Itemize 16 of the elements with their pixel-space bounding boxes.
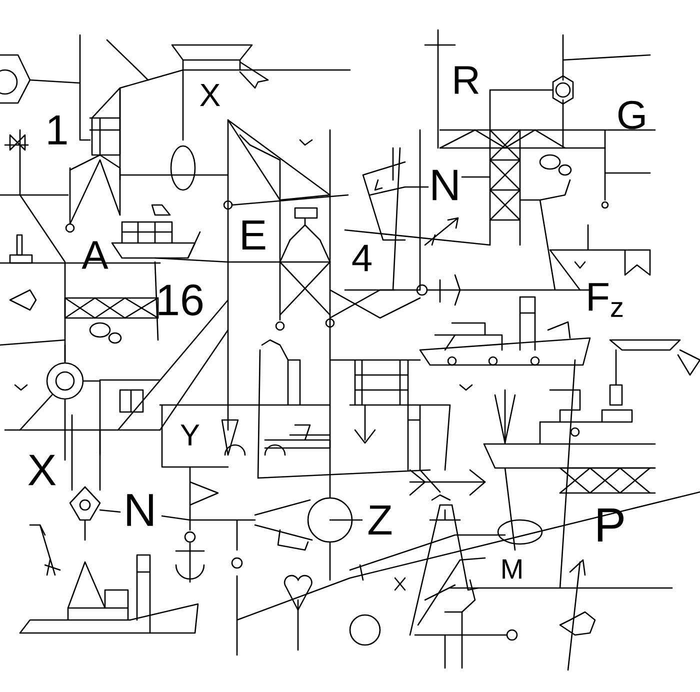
letter: F$_{z}$ xyxy=(588,283,623,317)
letter: R xyxy=(454,66,479,94)
letter: 16 xyxy=(158,284,203,316)
letter: N xyxy=(432,170,458,200)
letter: E xyxy=(242,220,266,250)
letter: P xyxy=(598,508,624,542)
letter: X xyxy=(200,84,220,106)
letter: Y xyxy=(180,424,200,446)
letter: 4 xyxy=(352,244,372,272)
letter: A xyxy=(82,241,108,269)
letter: Z xyxy=(368,506,392,534)
letter: G xyxy=(618,100,645,130)
letter: 1 xyxy=(48,116,67,144)
letter: M xyxy=(502,559,522,579)
letter: X xyxy=(28,454,56,486)
letter: N xyxy=(127,494,153,526)
